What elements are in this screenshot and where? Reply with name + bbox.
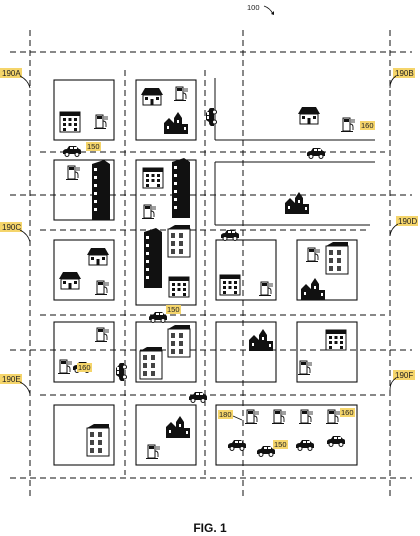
- zone-190C: 190C: [0, 222, 31, 243]
- ref-station-160-hub: 160: [341, 408, 354, 417]
- charging-stations: [57, 86, 355, 459]
- zone-190B-label: 190B: [395, 69, 414, 78]
- ref-vehicle-150-mid: 150: [167, 305, 180, 314]
- zone-190E-label: 190E: [2, 375, 21, 384]
- ref-station-160-left: 160: [78, 363, 91, 372]
- zone-190A-label: 190A: [2, 69, 21, 78]
- road-edges: [214, 78, 375, 226]
- figure-number-arrow: [263, 5, 274, 15]
- ref-hub-180: 180: [219, 410, 232, 419]
- zone-190C-label: 190C: [2, 223, 21, 232]
- ref-vehicle-150-top: 150: [87, 142, 100, 151]
- ref-station-160-top: 160: [361, 121, 374, 130]
- zone-190A: 190A: [0, 68, 31, 89]
- figure-caption: FIG. 1: [193, 521, 227, 535]
- zone-190D: 190D: [389, 216, 418, 237]
- zone-labels: 190A 190B 190C 190D 190E 190F: [0, 68, 418, 395]
- reference-numerals: 150 160 150 160 180 160 150: [77, 121, 375, 449]
- dashed-street-lines: [10, 30, 412, 500]
- figure-number-arrowhead: [271, 11, 274, 15]
- zone-190D-label: 190D: [398, 217, 417, 226]
- ref-vehicle-150-hub: 150: [274, 440, 287, 449]
- zone-190F-label: 190F: [395, 371, 413, 380]
- zone-190F: 190F: [389, 370, 415, 391]
- zone-190E: 190E: [0, 374, 31, 395]
- figure-number-label: 100: [247, 3, 260, 12]
- zone-190B: 190B: [389, 68, 415, 89]
